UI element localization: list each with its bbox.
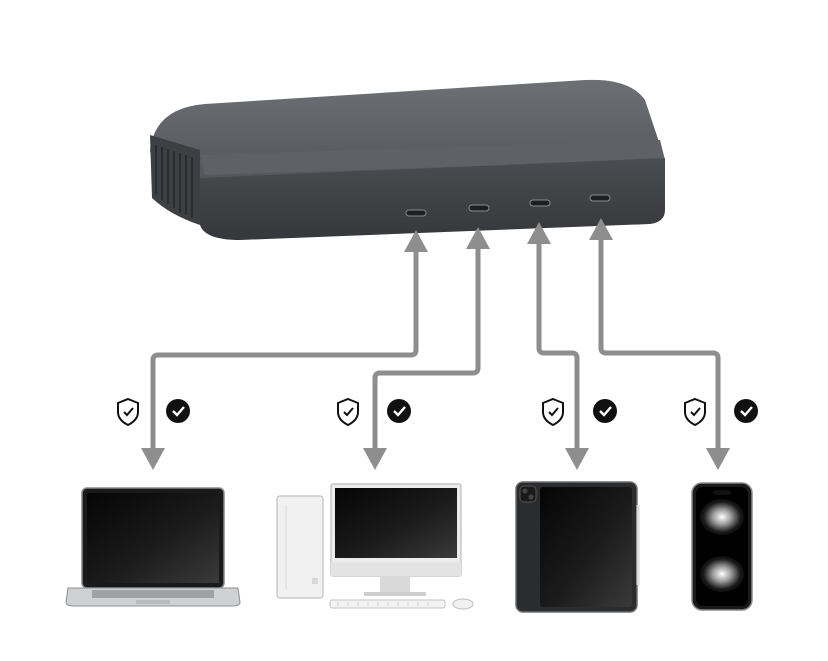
desktop-computer-device (276, 483, 474, 610)
shield-icon (337, 397, 359, 427)
arrowhead-up-2 (466, 227, 490, 249)
pc-tower (276, 495, 324, 599)
laptop-device (65, 487, 241, 607)
arrowhead-down-3 (565, 448, 589, 470)
shield-icon (117, 397, 139, 427)
check-circle-icon (734, 399, 758, 423)
shield-check-mark (690, 407, 701, 417)
shield-check-mark (343, 407, 354, 417)
check-circle-icon (387, 399, 411, 423)
check-mark (599, 406, 612, 417)
arrow-port1-to-laptop (150, 248, 419, 455)
check-mark (393, 406, 406, 417)
arrowhead-down-1 (141, 448, 165, 470)
dynamic-island (713, 490, 731, 495)
laptop-screen (87, 493, 219, 583)
check-circle-icon (166, 399, 190, 423)
check-circle-icon (593, 399, 617, 423)
arrowhead-down-2 (363, 448, 387, 470)
arrow-port3-to-tablet (536, 240, 580, 455)
arrowhead-up-4 (589, 218, 613, 240)
monitor-screen (335, 488, 457, 558)
shield-check-mark (548, 407, 559, 417)
arrowhead-up-3 (527, 222, 551, 244)
smartphone-device (691, 482, 753, 611)
usb-c-port-2 (468, 204, 490, 212)
usb-c-port-1 (405, 209, 427, 217)
shield-check-mark (123, 407, 134, 417)
shield-icon (684, 397, 706, 427)
usb-c-hub (150, 79, 665, 240)
usb-c-port-3 (529, 199, 551, 207)
arrow-port2-to-desktop (372, 245, 481, 455)
vent-grille (155, 145, 193, 218)
arrow-port4-to-phone (598, 236, 721, 455)
tablet-camera (519, 485, 537, 503)
arrowhead-up-1 (404, 230, 428, 252)
tablet-device (515, 481, 640, 613)
check-mark (740, 406, 753, 417)
usb-c-port-4 (589, 194, 611, 202)
arrowhead-down-4 (706, 448, 730, 470)
shield-icon (542, 397, 564, 427)
tablet-screen (540, 487, 632, 607)
check-mark (172, 406, 185, 417)
mouse (452, 598, 474, 610)
